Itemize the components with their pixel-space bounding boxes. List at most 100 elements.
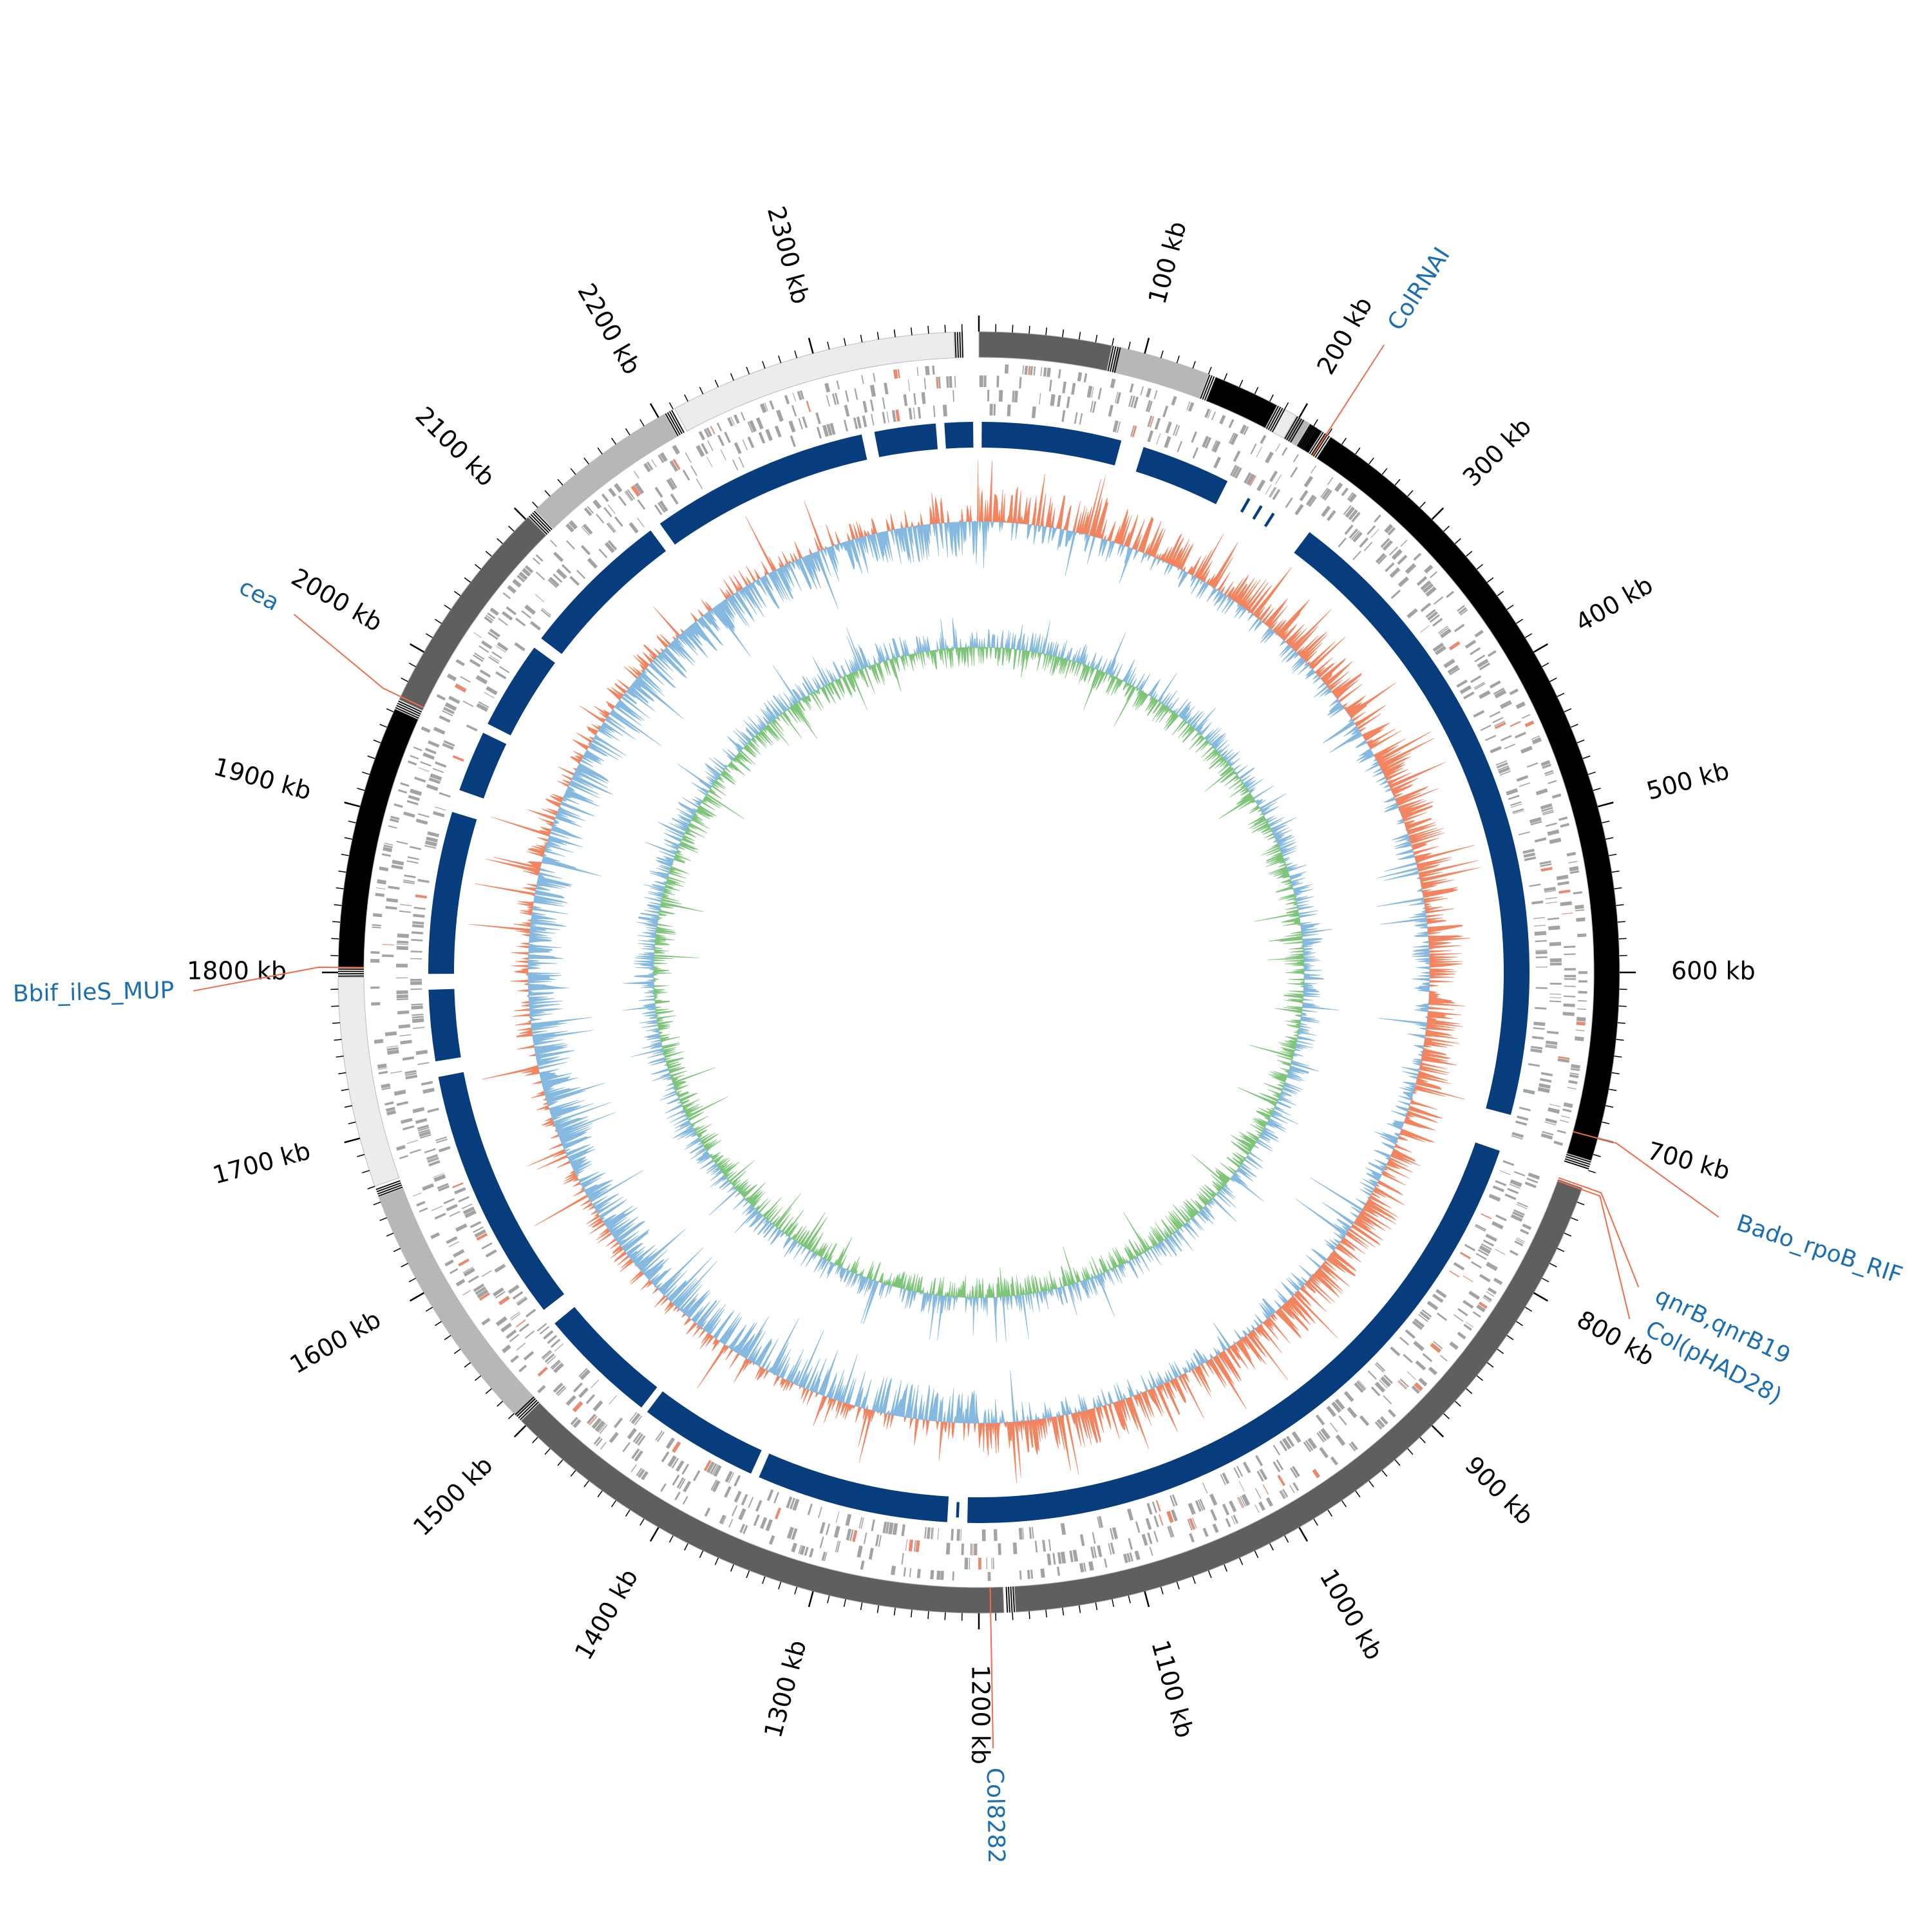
gene-feature [630, 1464, 637, 1473]
gene-feature [458, 1258, 469, 1267]
gene-feature [1422, 1353, 1433, 1363]
gene-feature [413, 906, 426, 910]
gene-feature [1448, 641, 1461, 651]
gene-feature [581, 526, 590, 536]
minor-tick [668, 402, 674, 410]
minor-tick [1284, 402, 1289, 410]
gene-feature [512, 578, 522, 588]
gene-feature [397, 940, 409, 944]
gene-feature [1557, 881, 1569, 886]
gene-feature [670, 493, 679, 505]
gene-feature [1515, 701, 1526, 710]
gene-feature [1022, 1528, 1025, 1540]
minor-tick [778, 1582, 782, 1589]
minor-tick [843, 337, 846, 346]
gene-feature [1326, 1405, 1337, 1417]
minor-tick [699, 386, 704, 395]
gene-feature [410, 958, 422, 960]
gene-feature [1420, 580, 1432, 591]
gene-feature [1042, 1540, 1046, 1552]
gene-feature [1387, 527, 1396, 536]
gene-feature [435, 806, 446, 811]
gene-feature [1097, 1545, 1103, 1557]
gene-feature [949, 375, 952, 388]
gene-feature [424, 747, 437, 755]
gene-feature [843, 419, 848, 431]
minor-tick [474, 564, 482, 570]
gene-feature [1290, 466, 1298, 478]
gene-feature [449, 1268, 459, 1274]
gene-feature [507, 585, 516, 594]
gene-feature [614, 483, 623, 493]
gene-feature [1057, 395, 1061, 407]
gene-feature [989, 404, 993, 416]
homology-block [981, 422, 1122, 466]
minor-tick [1368, 1480, 1374, 1488]
minor-tick [1614, 887, 1622, 889]
minor-tick [1239, 1557, 1244, 1566]
gene-feature [1420, 625, 1430, 633]
gene-feature [476, 703, 489, 712]
gene-feature [580, 545, 591, 556]
gene-feature [1387, 1408, 1396, 1418]
gene-feature [1479, 690, 1491, 699]
minor-tick [639, 419, 645, 427]
gene-feature [535, 571, 545, 581]
gene-feature [396, 998, 409, 1001]
minor-tick [1516, 1321, 1523, 1327]
minor-tick [544, 490, 551, 497]
gene-feature [1012, 390, 1015, 402]
major-tick [1144, 337, 1150, 354]
gene-feature [1516, 1204, 1528, 1209]
gene-feature [891, 1566, 896, 1575]
minor-tick [1542, 1278, 1549, 1283]
gene-feature [768, 1535, 775, 1545]
scale-label: 1600 kb [285, 1305, 386, 1379]
gene-feature [1474, 683, 1486, 690]
gene-feature [1463, 1323, 1472, 1331]
gene-feature [1440, 628, 1452, 638]
gene-feature [591, 1379, 600, 1388]
gene-feature [1549, 1103, 1561, 1107]
gene-feature [837, 1540, 841, 1553]
gene-feature [446, 673, 457, 681]
gene-feature [1533, 925, 1546, 927]
gene-feature [1388, 546, 1398, 556]
homology-block [459, 732, 507, 799]
homology-block-track [428, 422, 1530, 1523]
gene-feature [488, 656, 499, 664]
gene-feature [1494, 689, 1507, 699]
gene-feature [1348, 493, 1358, 503]
homology-block [488, 647, 555, 735]
contig-junction [1010, 1586, 1013, 1613]
minor-tick [1012, 1612, 1014, 1620]
gene-feature [1285, 1435, 1295, 1447]
minor-tick [1176, 355, 1180, 363]
gene-feature [433, 1174, 446, 1182]
annotation-label: Bado_rpoB_RIF [1733, 1210, 1906, 1289]
gene-feature [1464, 1244, 1476, 1251]
minor-tick [1506, 1334, 1514, 1340]
annotation-leader [193, 966, 365, 992]
gene-feature [499, 666, 510, 674]
minor-tick [794, 1586, 798, 1595]
gene-feature [1524, 720, 1535, 728]
gene-feature [1108, 404, 1113, 417]
gene-feature [1531, 735, 1540, 740]
homology-block [967, 1142, 1500, 1523]
gene-feature [555, 1385, 565, 1395]
gene-feature [952, 390, 954, 402]
gene-feature [1501, 735, 1512, 741]
gene-feature [539, 1326, 550, 1335]
gene-feature [739, 1523, 746, 1533]
gene-feature [863, 1532, 867, 1544]
minor-tick [1128, 1595, 1131, 1604]
major-tick [1431, 507, 1444, 520]
gene-feature [1516, 1237, 1525, 1242]
gene-feature [453, 1249, 465, 1258]
minor-tick [338, 1072, 346, 1075]
gene-feature [986, 1557, 988, 1569]
gene-feature [1475, 1224, 1486, 1231]
gene-feature [1487, 1287, 1497, 1295]
gene-feature [1233, 1515, 1238, 1524]
